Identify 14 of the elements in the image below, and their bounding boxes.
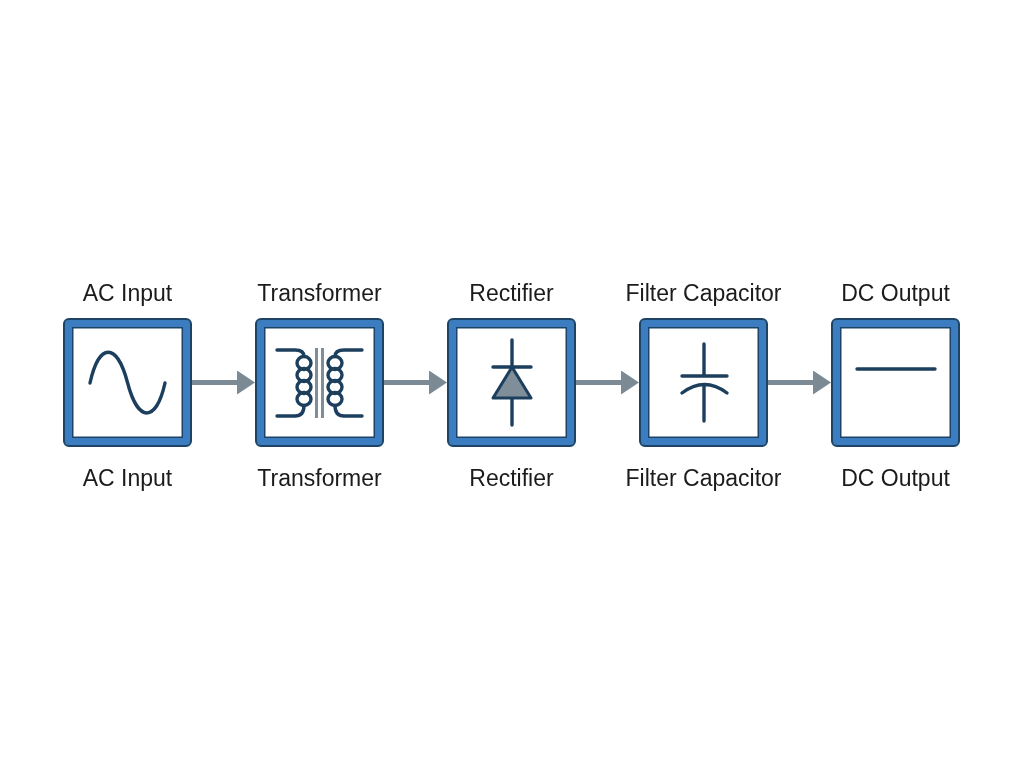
block-heading: Rectifier (469, 279, 554, 307)
block-caption: AC Input (82, 464, 173, 492)
block-heading: DC Output (841, 279, 950, 307)
block-caption: Transformer (257, 464, 382, 492)
block-caption: Rectifier (469, 464, 554, 492)
arrow (192, 370, 255, 395)
block-heading: Filter Capacitor (625, 279, 782, 307)
block-heading: Transformer (257, 279, 382, 307)
arrow (768, 370, 831, 395)
block-caption: DC Output (841, 464, 950, 492)
block-heading: AC Input (82, 279, 173, 307)
arrow (384, 370, 447, 395)
block-caption: Filter Capacitor (625, 464, 782, 492)
arrow (576, 370, 639, 395)
